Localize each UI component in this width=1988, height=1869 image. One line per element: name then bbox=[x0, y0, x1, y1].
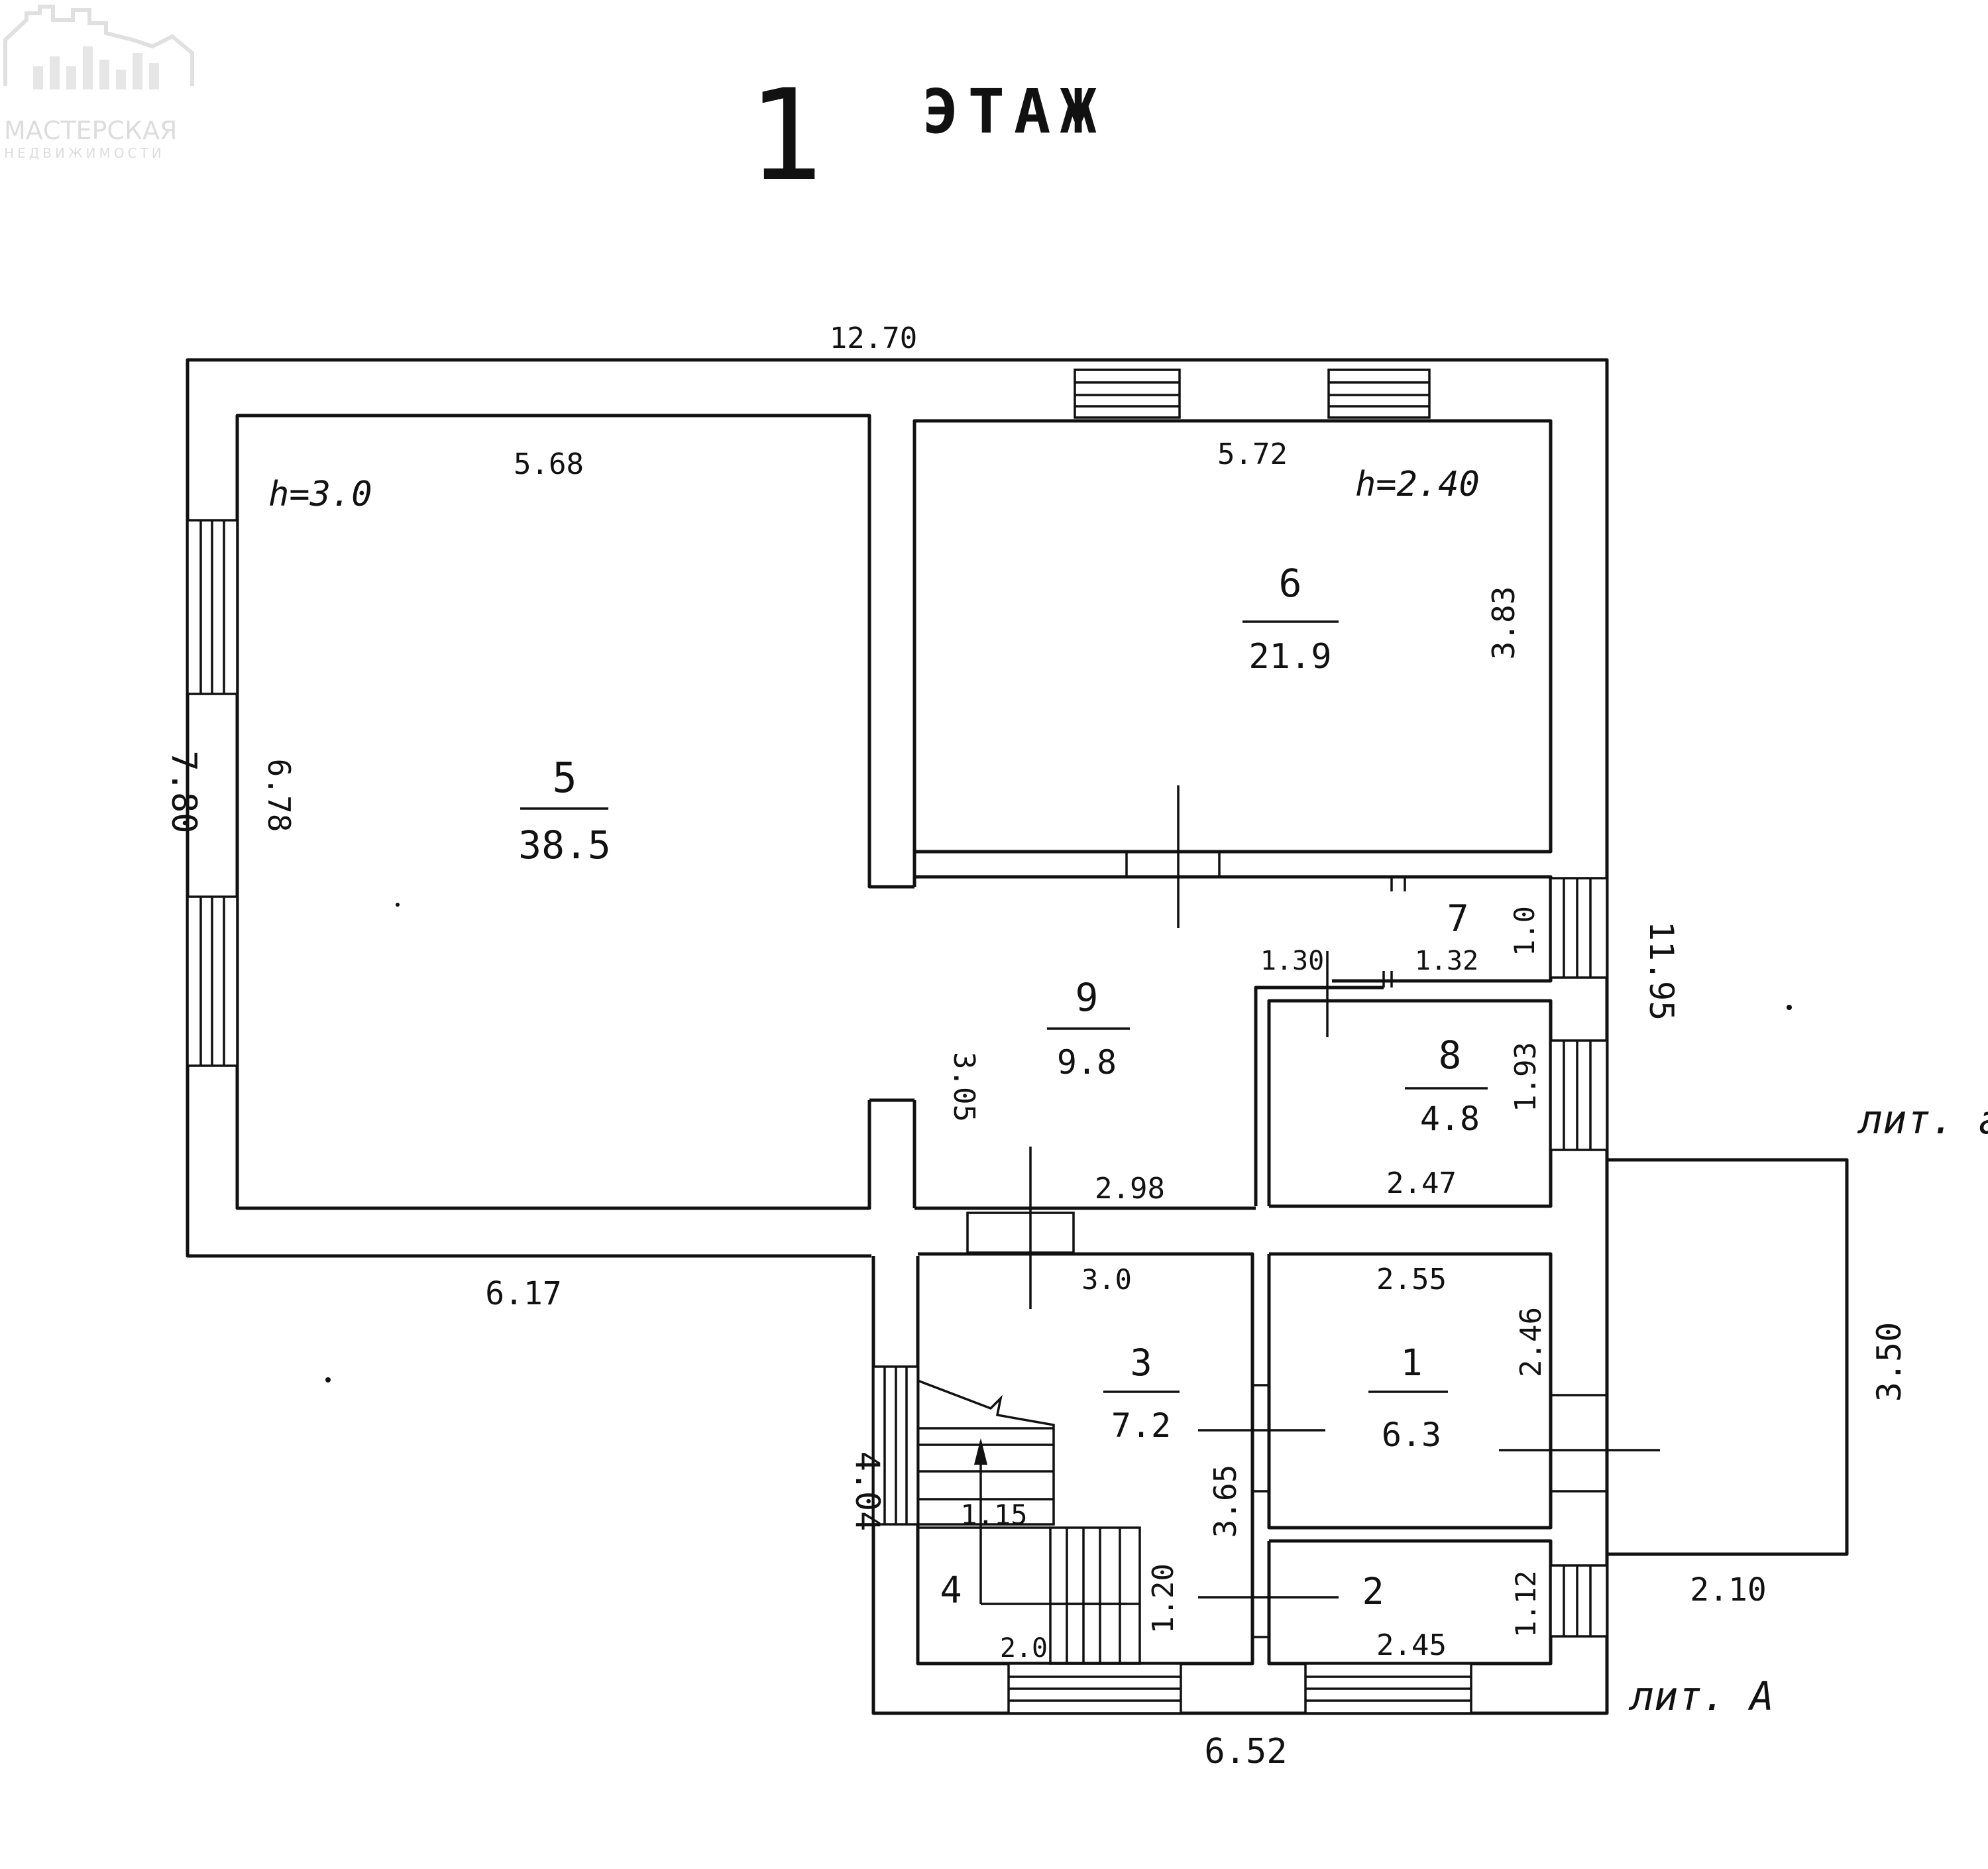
room-4-number: 4 bbox=[940, 1569, 962, 1611]
room-1-area: 6.3 bbox=[1382, 1416, 1441, 1454]
window-right-7 bbox=[1549, 877, 1608, 979]
dim-annex-width: 2.10 bbox=[1690, 1571, 1767, 1609]
dim-room3-height: 3.65 bbox=[1207, 1465, 1243, 1538]
dim-room2-width: 2.45 bbox=[1376, 1628, 1447, 1662]
dimensions: 12.70 5.68 5.72 1.32 1.30 2.98 2.47 6.17… bbox=[164, 321, 1908, 1772]
window-top-2 bbox=[1327, 368, 1431, 419]
room-6-height: h=2.40 bbox=[1355, 465, 1480, 504]
watermark-logo: МАСТЕРСКАЯ НЕДВИЖИМОСТИ bbox=[3, 5, 194, 161]
room-5-area: 38.5 bbox=[518, 822, 611, 868]
room-9-label: 9 9.8 bbox=[1047, 975, 1130, 1082]
dim-corridor-width: 2.98 bbox=[1095, 1172, 1165, 1206]
dim-room6-height: 3.83 bbox=[1486, 587, 1521, 660]
window-left-1 bbox=[186, 519, 239, 695]
dim-annex-height: 3.50 bbox=[1870, 1322, 1908, 1402]
window-left-3 bbox=[872, 1365, 919, 1526]
dim-room5-height: 6.78 bbox=[261, 759, 297, 832]
room-3-label: 3 7.2 bbox=[1103, 1341, 1180, 1445]
dim-room1-height: 2.46 bbox=[1514, 1307, 1548, 1377]
window-right-2 bbox=[1549, 1564, 1608, 1638]
room-8-area: 4.8 bbox=[1420, 1100, 1480, 1138]
room-5-label: 5 38.5 bbox=[518, 754, 611, 868]
dim-room3-width: 3.0 bbox=[1081, 1263, 1132, 1296]
dim-bottom-left: 6.17 bbox=[485, 1275, 562, 1312]
staircase bbox=[917, 1379, 1141, 1665]
dim-left-total: 7.80 bbox=[164, 750, 203, 833]
dim-top-total: 12.70 bbox=[830, 321, 917, 355]
room-7-number: 7 bbox=[1447, 897, 1468, 940]
room-6-area: 21.9 bbox=[1248, 637, 1331, 677]
dim-corridor-height: 3.05 bbox=[947, 1052, 981, 1122]
dim-room2-height: 1.12 bbox=[1510, 1570, 1542, 1637]
dim-room1-width: 2.55 bbox=[1376, 1263, 1447, 1296]
room-1-label: 1 6.3 bbox=[1368, 1341, 1448, 1454]
cut-lines bbox=[325, 785, 1792, 1605]
room-labels: 5 38.5 6 21.9 9 9.8 8 4.8 7 3 7.2 1 6. bbox=[518, 561, 1488, 1613]
dim-stair-width: 1.15 bbox=[960, 1499, 1027, 1531]
room-9-area: 9.8 bbox=[1057, 1043, 1117, 1082]
dim-room4-width: 2.0 bbox=[1000, 1633, 1048, 1664]
lit-other-label: лит. а bbox=[1857, 1097, 1988, 1143]
dim-room8-height: 1.93 bbox=[1509, 1042, 1543, 1112]
watermark-line2: НЕДВИЖИМОСТИ bbox=[4, 145, 165, 161]
room-8-number: 8 bbox=[1439, 1033, 1462, 1078]
dim-room8-width: 2.47 bbox=[1386, 1166, 1457, 1200]
dim-room7-width: 1.32 bbox=[1415, 946, 1478, 976]
windows bbox=[186, 368, 1608, 1715]
window-right-8 bbox=[1549, 1039, 1608, 1151]
lit-a-label: лит. А bbox=[1628, 1673, 1774, 1720]
room-5-number: 5 bbox=[552, 754, 577, 802]
room-3-number: 3 bbox=[1130, 1341, 1152, 1384]
room-9-number: 9 bbox=[1076, 975, 1099, 1020]
dim-room5-width: 5.68 bbox=[514, 447, 584, 481]
dim-room8-top: 1.30 bbox=[1260, 946, 1324, 976]
window-bottom-2 bbox=[1304, 1662, 1472, 1715]
dim-room7-height: 1.0 bbox=[1508, 906, 1541, 956]
floor-number: 1 bbox=[747, 62, 823, 209]
dim-bottom-total: 6.52 bbox=[1204, 1732, 1287, 1772]
room-6-label: 6 21.9 bbox=[1242, 561, 1339, 677]
room-3-area: 7.2 bbox=[1111, 1406, 1171, 1445]
room-8-label: 8 4.8 bbox=[1405, 1033, 1488, 1138]
dim-right-total: 11.95 bbox=[1642, 921, 1681, 1021]
floor-title: ЭТАЖ bbox=[922, 76, 1106, 147]
dim-room4-height: 1.20 bbox=[1146, 1563, 1180, 1634]
dim-room6-width: 5.72 bbox=[1217, 437, 1288, 471]
window-left-2 bbox=[186, 895, 239, 1067]
outer-walls bbox=[186, 358, 1849, 1715]
room-5-height: h=3.0 bbox=[268, 475, 372, 514]
window-bottom-1 bbox=[1007, 1662, 1182, 1715]
window-top-1 bbox=[1074, 368, 1181, 419]
room-1-number: 1 bbox=[1400, 1341, 1422, 1384]
inner-walls bbox=[235, 414, 1607, 1666]
dim-left-lower: 4.04 bbox=[848, 1451, 887, 1531]
room-2-number: 2 bbox=[1362, 1570, 1384, 1613]
room-6-number: 6 bbox=[1279, 561, 1302, 606]
watermark-line1: МАСТЕРСКАЯ bbox=[4, 116, 177, 145]
door-corridor-bottom bbox=[966, 1212, 1075, 1254]
